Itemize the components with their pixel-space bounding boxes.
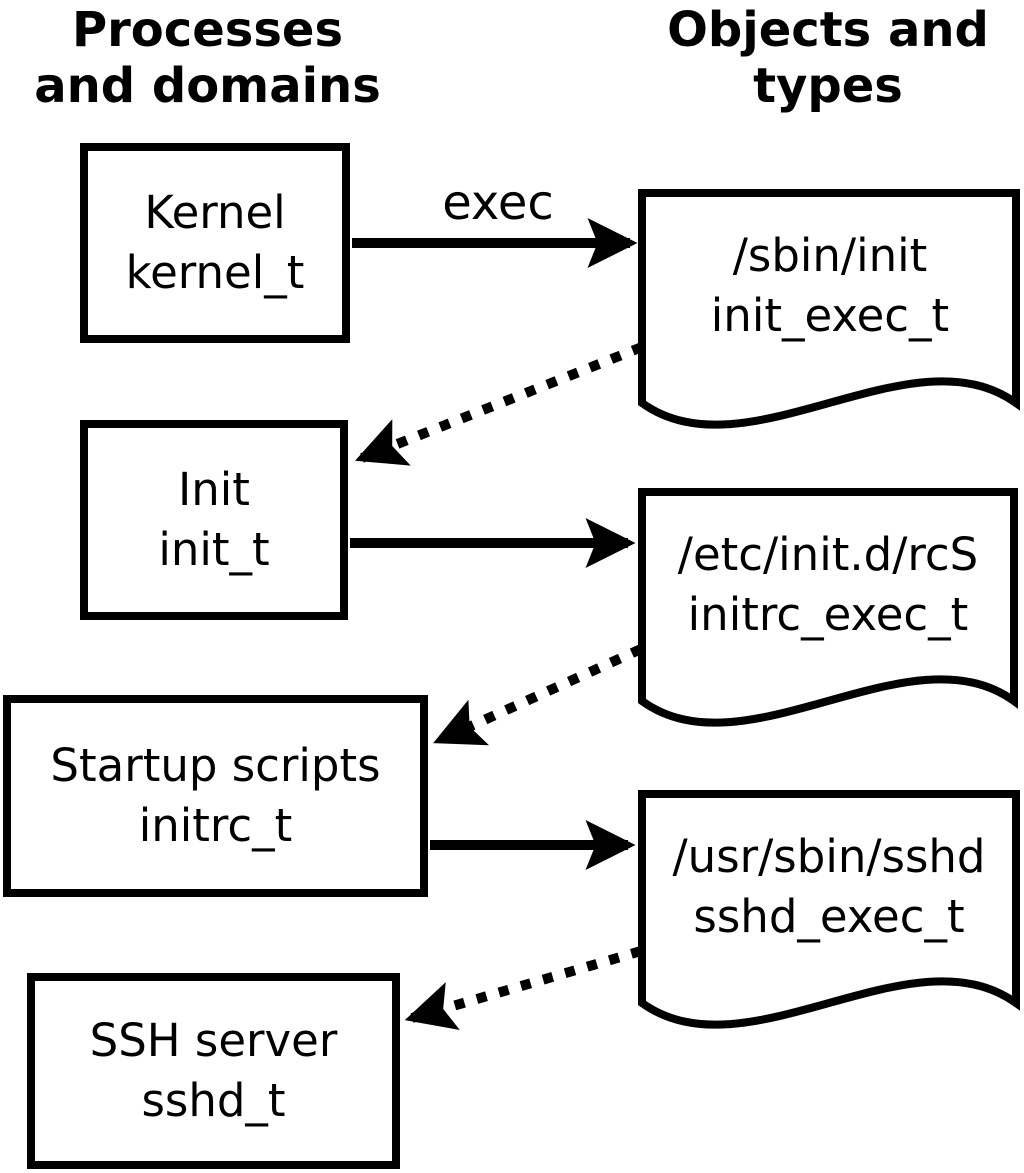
process-type: init_t xyxy=(158,523,270,576)
column-header-objects: Objects and types xyxy=(633,2,1023,114)
object-doc-usr-sbin-sshd: /usr/sbin/sshd sshd_exec_t xyxy=(642,794,1016,980)
transition-arrow-sshd-to-sshd-domain xyxy=(404,946,643,1031)
process-name: Kernel xyxy=(144,186,286,239)
column-header-processes-line2: and domains xyxy=(34,58,381,114)
column-header-objects-line2: types xyxy=(753,58,903,114)
process-type: initrc_t xyxy=(138,799,293,852)
process-box-kernel: Kernel kernel_t xyxy=(80,143,350,343)
process-name: Startup scripts xyxy=(50,739,381,792)
process-type: kernel_t xyxy=(125,246,305,299)
column-header-objects-line1: Objects and xyxy=(667,2,989,58)
transition-arrow-sbin-init-to-init-domain xyxy=(355,342,644,466)
column-header-processes-line1: Processes xyxy=(71,2,344,58)
object-doc-sbin-init: /sbin/init init_exec_t xyxy=(644,193,1016,379)
object-path: /usr/sbin/sshd xyxy=(672,830,986,883)
object-path: /etc/init.d/rcS xyxy=(677,528,979,581)
object-type: sshd_exec_t xyxy=(693,890,965,943)
process-box-ssh-server: SSH server sshd_t xyxy=(27,973,400,1169)
column-header-processes: Processes and domains xyxy=(20,2,395,114)
transition-arrow-rcs-to-initrc-domain xyxy=(433,644,644,746)
object-doc-etc-initd-rcs: /etc/init.d/rcS initrc_exec_t xyxy=(642,492,1014,678)
process-type: sshd_t xyxy=(141,1074,286,1127)
process-name: SSH server xyxy=(89,1014,338,1067)
process-box-startup-scripts: Startup scripts initrc_t xyxy=(3,695,428,897)
object-type: init_exec_t xyxy=(710,289,950,342)
exec-arrow-label: exec xyxy=(442,175,554,231)
object-path: /sbin/init xyxy=(732,229,928,282)
process-box-init: Init init_t xyxy=(80,420,348,620)
object-type: initrc_exec_t xyxy=(687,588,969,641)
process-name: Init xyxy=(178,463,250,516)
